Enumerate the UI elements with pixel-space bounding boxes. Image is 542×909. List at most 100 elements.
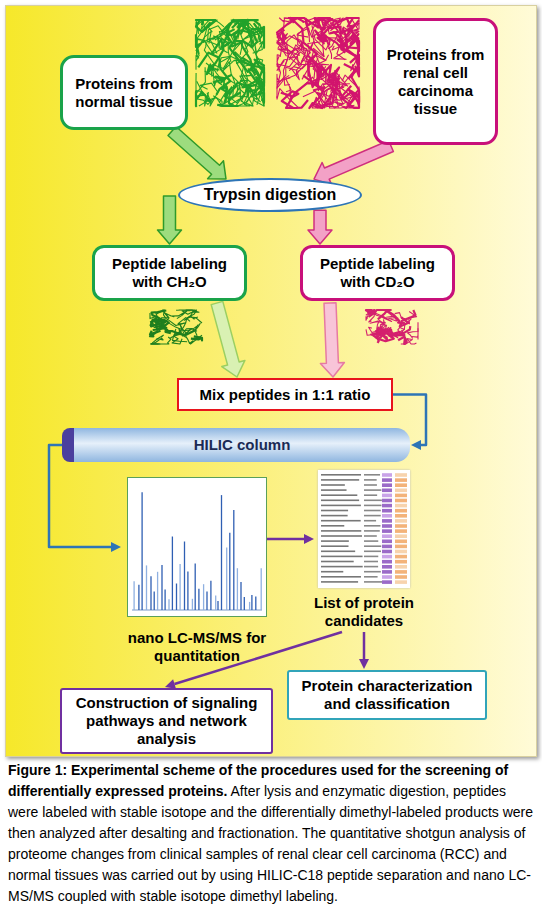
protein-strand bbox=[370, 319, 385, 323]
peak bbox=[251, 595, 252, 610]
protein-strand bbox=[334, 60, 356, 87]
table-cell bbox=[382, 534, 392, 538]
table-row bbox=[364, 530, 380, 532]
labeling-box: Peptide labeling with CH₂O bbox=[92, 245, 247, 301]
node-label: Construction of signaling pathways and n… bbox=[68, 694, 265, 748]
protein-strand bbox=[369, 310, 388, 319]
connector-line bbox=[363, 632, 366, 659]
block-arrow bbox=[158, 196, 182, 244]
peak bbox=[150, 576, 151, 610]
protein-strand bbox=[182, 310, 197, 323]
table-cell bbox=[395, 504, 407, 508]
peak bbox=[138, 585, 139, 610]
protein-strand bbox=[233, 52, 247, 102]
sample-box: Proteins from normal tissue bbox=[60, 55, 188, 130]
protein-strand bbox=[154, 318, 165, 326]
protein-strand bbox=[175, 329, 186, 338]
peak bbox=[255, 597, 256, 610]
peak bbox=[164, 590, 165, 611]
arrowhead bbox=[304, 534, 314, 544]
protein-strand bbox=[151, 337, 171, 344]
protein-strand bbox=[398, 329, 405, 336]
table-cell bbox=[382, 565, 392, 569]
table-cell bbox=[395, 560, 407, 564]
peak bbox=[198, 589, 199, 610]
table-row bbox=[321, 525, 344, 527]
protein-strand bbox=[318, 18, 355, 33]
table-row bbox=[321, 535, 362, 537]
block-arrow bbox=[308, 210, 332, 244]
table-row bbox=[364, 576, 378, 578]
protein-strand bbox=[231, 20, 263, 53]
table-row bbox=[364, 479, 377, 481]
node-label: List of protein candidates bbox=[312, 594, 416, 630]
table-row bbox=[321, 489, 347, 491]
protein-strand bbox=[387, 312, 398, 322]
peak bbox=[172, 537, 173, 611]
peak bbox=[187, 572, 188, 611]
table-cell bbox=[395, 524, 407, 528]
protein-strand bbox=[398, 337, 407, 344]
analysis-box: Construction of signaling pathways and n… bbox=[60, 688, 273, 754]
table-cell bbox=[395, 473, 407, 477]
table-cell bbox=[382, 555, 392, 559]
protein-strand bbox=[239, 69, 248, 94]
table-cell bbox=[382, 473, 392, 477]
table-cell bbox=[382, 575, 392, 579]
protein-strand bbox=[366, 311, 375, 322]
peak bbox=[229, 533, 230, 610]
peak bbox=[237, 568, 238, 610]
sample-box: Proteins from renal cell carcinoma tissu… bbox=[373, 18, 498, 145]
table-cell bbox=[382, 545, 392, 549]
peak bbox=[215, 595, 216, 610]
node-label: Proteins from renal cell carcinoma tissu… bbox=[380, 46, 491, 118]
labeling-box: Peptide labeling with CD₂O bbox=[300, 245, 455, 301]
block-arrow bbox=[168, 127, 226, 180]
table-row bbox=[364, 474, 380, 476]
protein-strand bbox=[223, 52, 244, 78]
table-cell bbox=[382, 504, 392, 508]
table-row bbox=[321, 571, 343, 573]
node-label: nano LC-MS/MS for quantitation bbox=[122, 629, 272, 665]
table-row bbox=[321, 484, 345, 486]
block-arrow bbox=[320, 303, 344, 377]
table-cell bbox=[395, 580, 407, 584]
table-row bbox=[321, 540, 349, 542]
table-cell bbox=[382, 550, 392, 554]
table-row bbox=[321, 505, 361, 507]
peak bbox=[184, 542, 185, 611]
table-cell bbox=[395, 545, 407, 549]
peak bbox=[221, 495, 222, 610]
table-cell bbox=[382, 519, 392, 523]
chromatogram-node: nano LC-MS/MS for quantitation bbox=[122, 477, 272, 665]
table-cell bbox=[395, 509, 407, 513]
node-label: Peptide labeling with CD₂O bbox=[309, 255, 446, 291]
peak bbox=[146, 565, 147, 610]
protein-strand bbox=[186, 335, 203, 344]
table-row bbox=[321, 520, 361, 522]
heavy-labeled-peptides bbox=[366, 310, 418, 344]
table-cell bbox=[382, 540, 392, 544]
candidate-list-node: List of protein candidates bbox=[312, 470, 416, 630]
table-cell bbox=[395, 550, 407, 554]
peak bbox=[176, 584, 177, 611]
table-cell bbox=[382, 483, 392, 487]
protein-strand bbox=[248, 69, 263, 93]
protein-strand bbox=[150, 313, 164, 326]
peak bbox=[217, 601, 218, 610]
table-row bbox=[364, 535, 377, 537]
protein-strand bbox=[221, 24, 234, 47]
table-row bbox=[321, 561, 354, 563]
block-arrow bbox=[314, 141, 393, 185]
table-cell bbox=[382, 478, 392, 482]
table-row bbox=[321, 576, 361, 578]
table-row bbox=[364, 520, 376, 522]
table-row bbox=[321, 530, 361, 532]
node-label: Trypsin digestion bbox=[204, 185, 336, 204]
table-row bbox=[364, 566, 378, 568]
table-cell bbox=[382, 514, 392, 518]
table-row bbox=[364, 515, 381, 517]
peak bbox=[203, 584, 204, 610]
protein-strand bbox=[150, 331, 161, 337]
protein-strand bbox=[317, 88, 332, 103]
